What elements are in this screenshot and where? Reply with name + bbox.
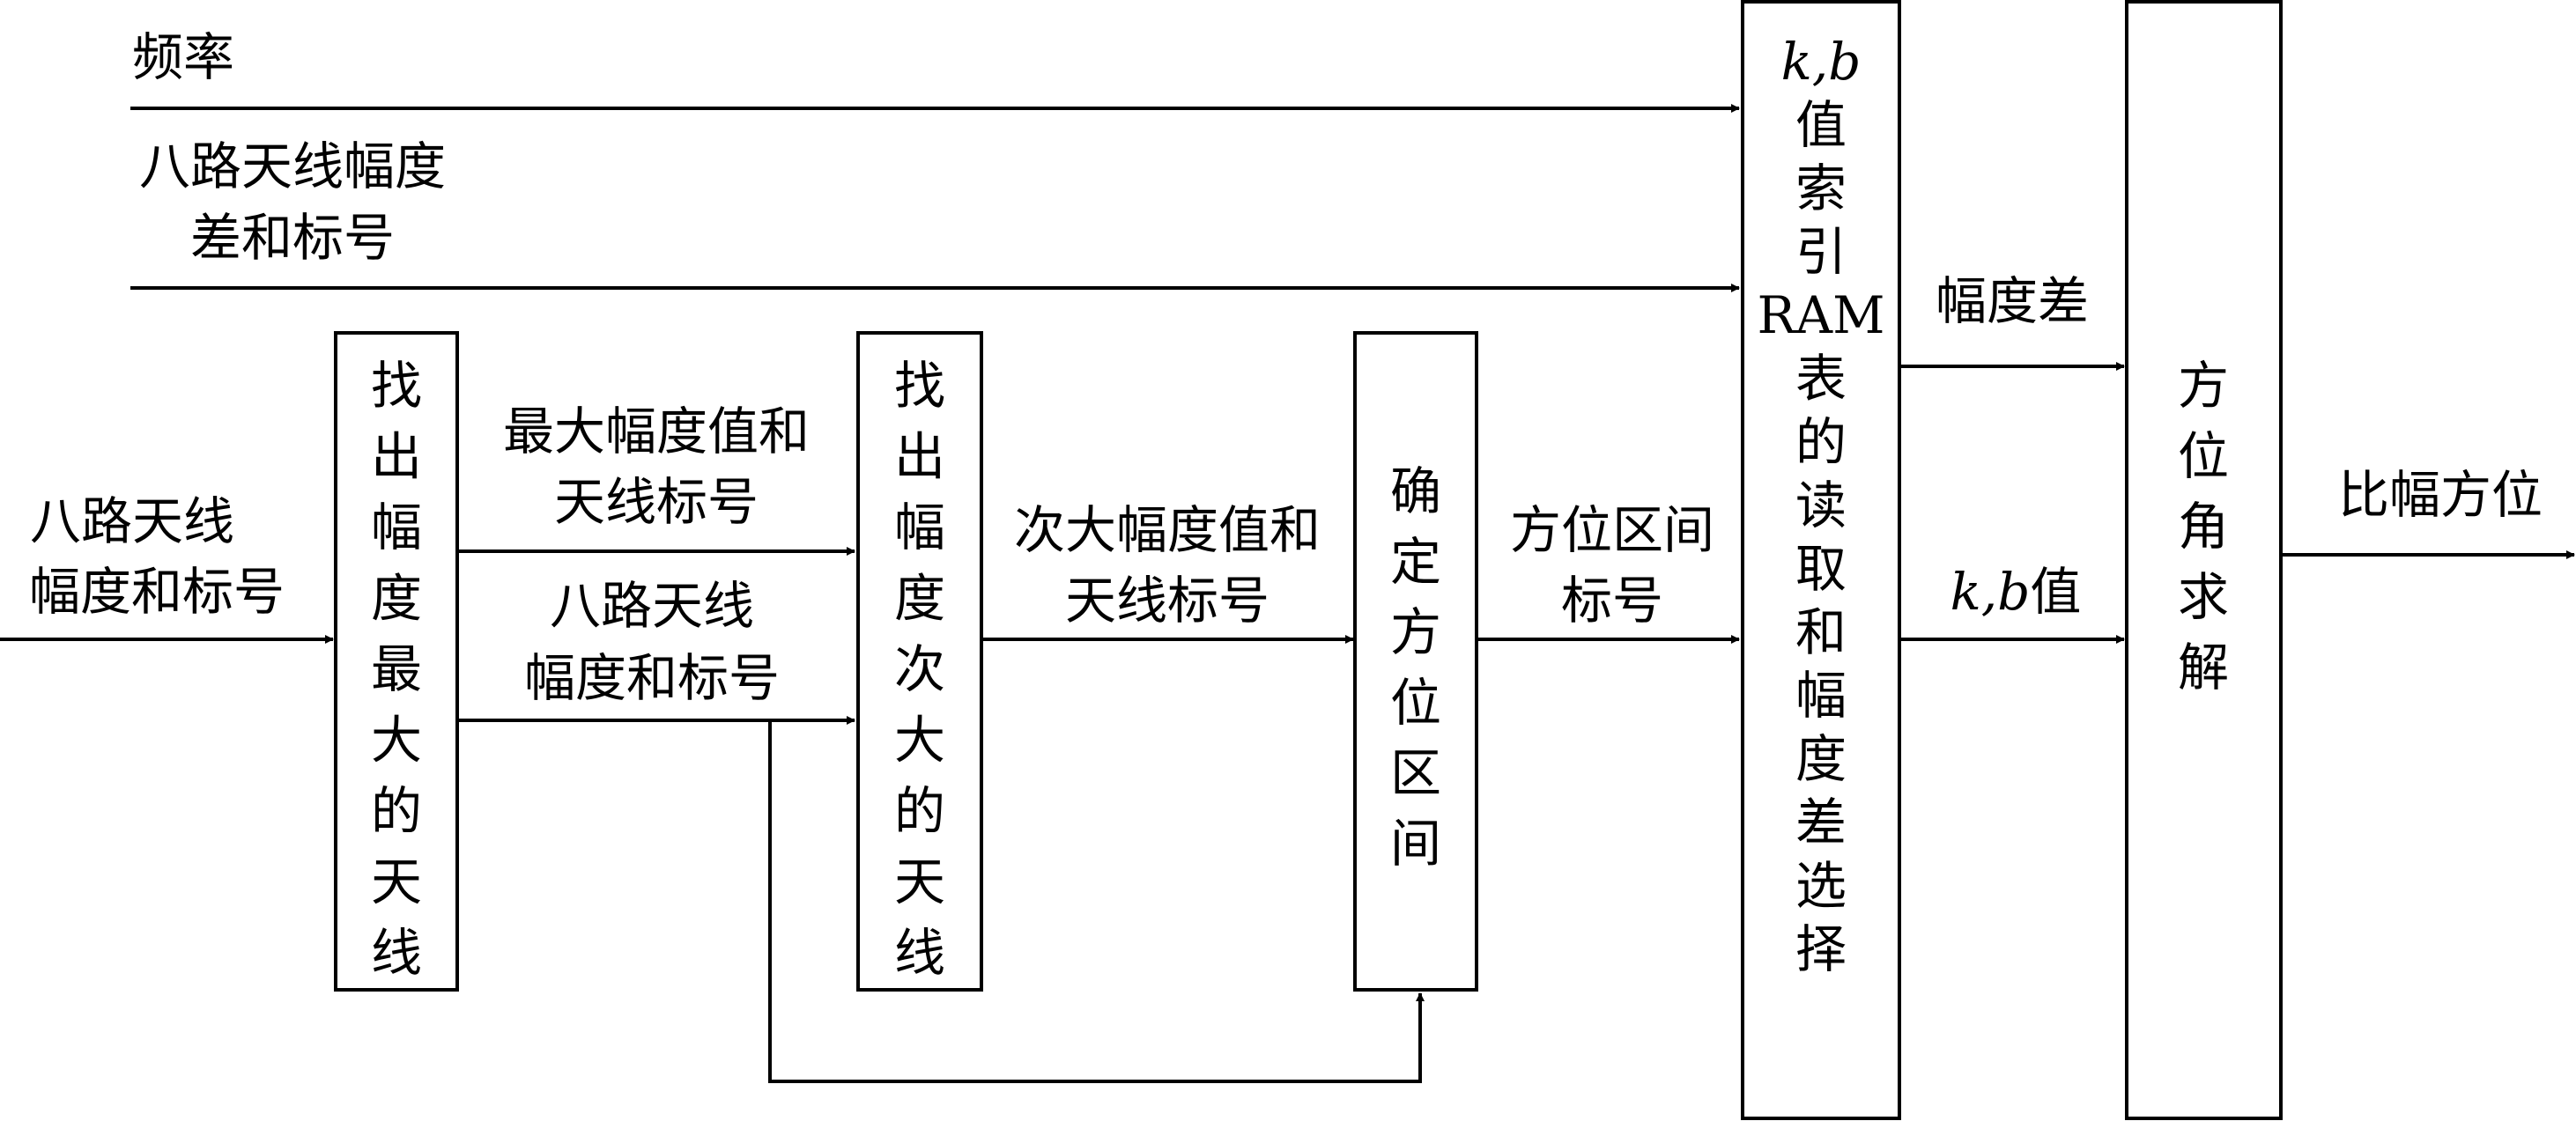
label-kb-value: k,b值 (1951, 562, 2082, 622)
ram-char: 表 (1795, 349, 1847, 409)
label-kb-suffix: 值 (2030, 562, 2081, 622)
label-interval-line2: 标号 (1561, 571, 1663, 631)
ram-char: 的 (1795, 412, 1847, 472)
ram-char: 读 (1795, 476, 1847, 535)
ram-char: 差 (1795, 793, 1847, 852)
label-interval-line1: 方位区间 (1510, 500, 1714, 560)
angle-solve-char: 角 (2178, 497, 2229, 557)
label-max-value-line2: 天线标号 (554, 472, 759, 532)
ram-char: 选 (1795, 856, 1847, 916)
box-determine-interval (1353, 331, 1478, 992)
box-ram-lookup (1741, 0, 1901, 1120)
label-input-line1: 八路天线 (30, 491, 234, 551)
bypass-line (768, 720, 1425, 1083)
interval-char: 间 (1390, 814, 1441, 874)
label-input-line2: 幅度和标号 (29, 562, 285, 622)
connectors (0, 104, 2575, 1083)
interval-char: 区 (1390, 743, 1441, 803)
label-mid-line2: 幅度和标号 (524, 648, 780, 708)
box-find-second (856, 331, 983, 992)
find-max-char: 最 (371, 639, 422, 699)
ram-label: RAM (1758, 285, 1885, 345)
find-second-char: 出 (894, 427, 945, 487)
label-second-value-line1: 次大幅度值和 (1014, 500, 1321, 560)
find-max-char: 大 (371, 711, 422, 771)
ram-kb: k,b (1781, 32, 1862, 92)
find-max-char: 天 (371, 852, 422, 912)
find-second-char: 度 (894, 569, 945, 629)
interval-char: 方 (1390, 602, 1441, 662)
ram-char: 幅 (1795, 666, 1847, 726)
find-second-char: 线 (894, 923, 945, 983)
find-max-char: 度 (371, 569, 422, 629)
angle-solve-char: 解 (2178, 638, 2229, 697)
ram-char: 和 (1795, 602, 1847, 662)
find-second-char: 天 (894, 852, 945, 912)
ram-char: 引 (1795, 222, 1847, 282)
box-angle-solve (2125, 0, 2283, 1120)
label-max-value-line1: 最大幅度值和 (503, 402, 810, 461)
interval-char: 定 (1390, 532, 1441, 592)
label-amplitude-diff: 幅度差 (1936, 271, 2089, 331)
find-second-char: 次 (894, 639, 945, 699)
find-second-char: 的 (894, 781, 945, 841)
ram-char: 值 (1795, 95, 1847, 155)
ram-char: 度 (1795, 729, 1847, 789)
find-max-char: 线 (371, 923, 422, 983)
label-antenna-diff-line2: 差和标号 (190, 208, 395, 268)
label-mid-line1: 八路天线 (550, 576, 754, 636)
find-max-char: 的 (371, 781, 422, 841)
label-kb-italic: k,b (1951, 562, 2031, 622)
find-max-char: 幅 (371, 498, 422, 557)
ram-char: 择 (1795, 919, 1847, 979)
label-antenna-diff-line1: 八路天线幅度 (139, 136, 446, 196)
find-second-char: 找 (894, 356, 945, 416)
find-second-char: 幅 (894, 498, 945, 557)
ram-char: 索 (1795, 159, 1847, 218)
box-find-max (334, 331, 459, 992)
interval-char: 确 (1390, 461, 1441, 521)
find-max-char: 找 (371, 356, 422, 416)
angle-solve-char: 求 (2178, 567, 2229, 627)
label-frequency: 频率 (132, 27, 234, 87)
find-second-char: 大 (894, 711, 945, 771)
interval-char: 位 (1390, 673, 1441, 733)
find-max-char: 出 (371, 427, 422, 487)
angle-solve-char: 位 (2178, 426, 2229, 486)
label-output: 比幅方位 (2338, 465, 2543, 525)
angle-solve-char: 方 (2178, 356, 2229, 416)
label-second-value-line2: 天线标号 (1065, 571, 1269, 631)
ram-char: 取 (1795, 539, 1847, 599)
